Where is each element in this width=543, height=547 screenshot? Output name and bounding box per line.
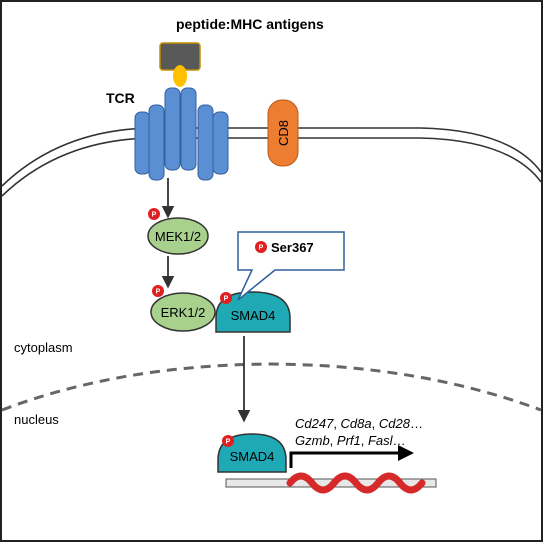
peptide [173,65,187,87]
cd8-label: CD8 [276,120,291,146]
erk-phospho-label: P [156,289,161,296]
gene-separator: , [330,433,337,448]
target-genes-line-2: Gzmb, Prf1, Fasl… [295,433,406,448]
gene-fasl: Fasl [368,433,394,448]
gene-separator: , [333,416,340,431]
mek-label: MEK1/2 [155,229,201,244]
gene-ellipsis: … [393,433,406,448]
cd8-receptor [267,99,299,167]
tcr-complex [134,87,229,181]
gene-cd8a: Cd8a [341,416,372,431]
cytoplasm-label: cytoplasm [14,340,73,355]
erk-node [150,292,216,332]
smad4-cytoplasmic-label: SMAD4 [231,308,276,323]
dna-helix-gene [286,472,426,494]
gene-separator: , [372,416,379,431]
gene-separator: , [361,433,368,448]
erk-label: ERK1/2 [161,305,206,320]
ser367-label: Ser367 [271,240,314,255]
smad4-phospho-label: P [224,296,229,303]
gene-cd247: Cd247 [295,416,334,431]
antigen-label: peptide:MHC antigens [176,16,324,32]
ser367-phospho-label: P [259,245,264,252]
gene-gzmb: Gzmb [295,433,330,448]
gene-ellipsis: … [410,416,423,431]
smad4-cytoplasmic-node [215,291,291,333]
tcr-label: TCR [106,90,135,106]
gene-prf1: Prf1 [337,433,361,448]
target-genes-line-1: Cd247, Cd8a, Cd28… [295,416,423,431]
erk-phospho-icon [152,285,164,297]
nuclear-envelope [1,362,542,412]
ser367-phospho-icon [255,241,267,253]
mek-node [147,217,209,255]
nucleus-label: nucleus [14,412,59,427]
gene-cd28: Cd28 [379,416,411,431]
smad4-nuclear-phospho-icon [222,435,234,447]
mek-phospho-label: P [152,212,157,219]
mek-phospho-icon [148,208,160,220]
smad4-nuclear-node [217,433,287,473]
smad4-phospho-icon [220,292,232,304]
smad4-nuclear-label: SMAD4 [230,449,275,464]
transcription-arrowhead-icon [398,445,414,461]
transcription-start-arrow [289,451,400,468]
smad4-nuclear-phospho-label: P [226,439,231,446]
